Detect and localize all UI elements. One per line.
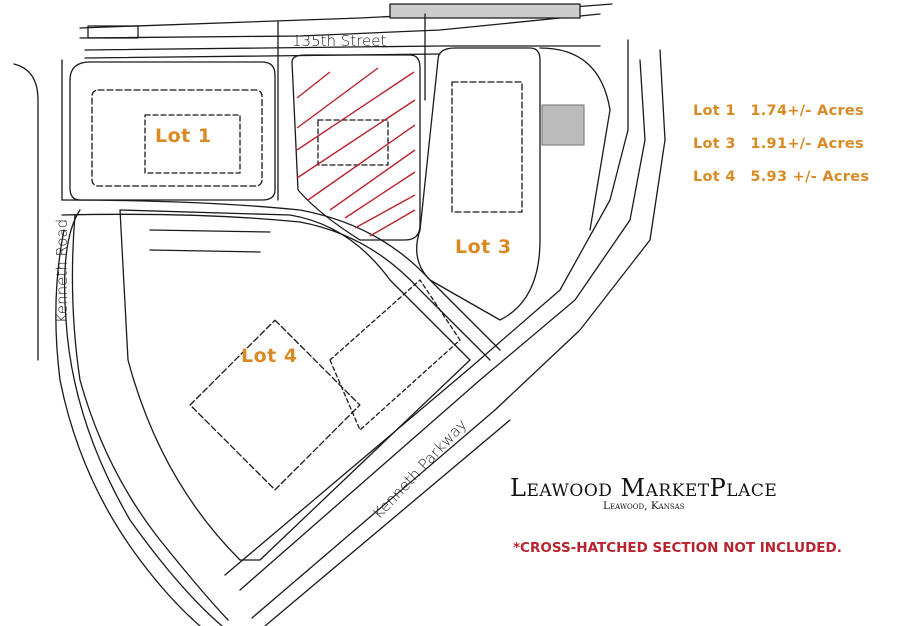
cross-hatch-excluded-area <box>296 67 416 237</box>
acres-lot-label: Lot 4 <box>693 169 736 185</box>
acres-value: 5.93 +/- Acres <box>750 169 870 185</box>
acres-value: 1.74+/- Acres <box>750 103 864 119</box>
exclusion-note: *CROSS-HATCHED SECTION NOT INCLUDED. <box>513 540 842 556</box>
acres-lot-label: Lot 3 <box>693 136 736 152</box>
acres-lot-label: Lot 1 <box>693 103 736 119</box>
lot-3-label: Lot 3 <box>455 236 512 258</box>
street-label-kenneth-road: Kenneth Road <box>53 218 72 324</box>
street-135th <box>79 3 613 201</box>
street-kenneth-parkway <box>224 39 666 626</box>
lot-3-outline <box>416 47 611 321</box>
lot-1-label: Lot 1 <box>155 125 212 147</box>
acres-row-lot-3: Lot 3 1.91+/- Acres <box>693 136 864 152</box>
acres-value: 1.91+/- Acres <box>750 136 864 152</box>
plan-title: Leawood MarketPlace <box>510 474 778 502</box>
lot-1-outline <box>69 61 276 201</box>
street-kenneth-road <box>13 59 229 626</box>
acres-row-lot-4: Lot 4 5.93 +/- Acres <box>693 169 869 185</box>
plan-subtitle: Leawood, Kansas <box>603 500 685 512</box>
lot-4-label: Lot 4 <box>241 345 298 367</box>
street-label-135th: 135th Street <box>292 32 387 50</box>
acres-row-lot-1: Lot 1 1.74+/- Acres <box>693 103 864 119</box>
lot-4-outline <box>119 209 471 561</box>
